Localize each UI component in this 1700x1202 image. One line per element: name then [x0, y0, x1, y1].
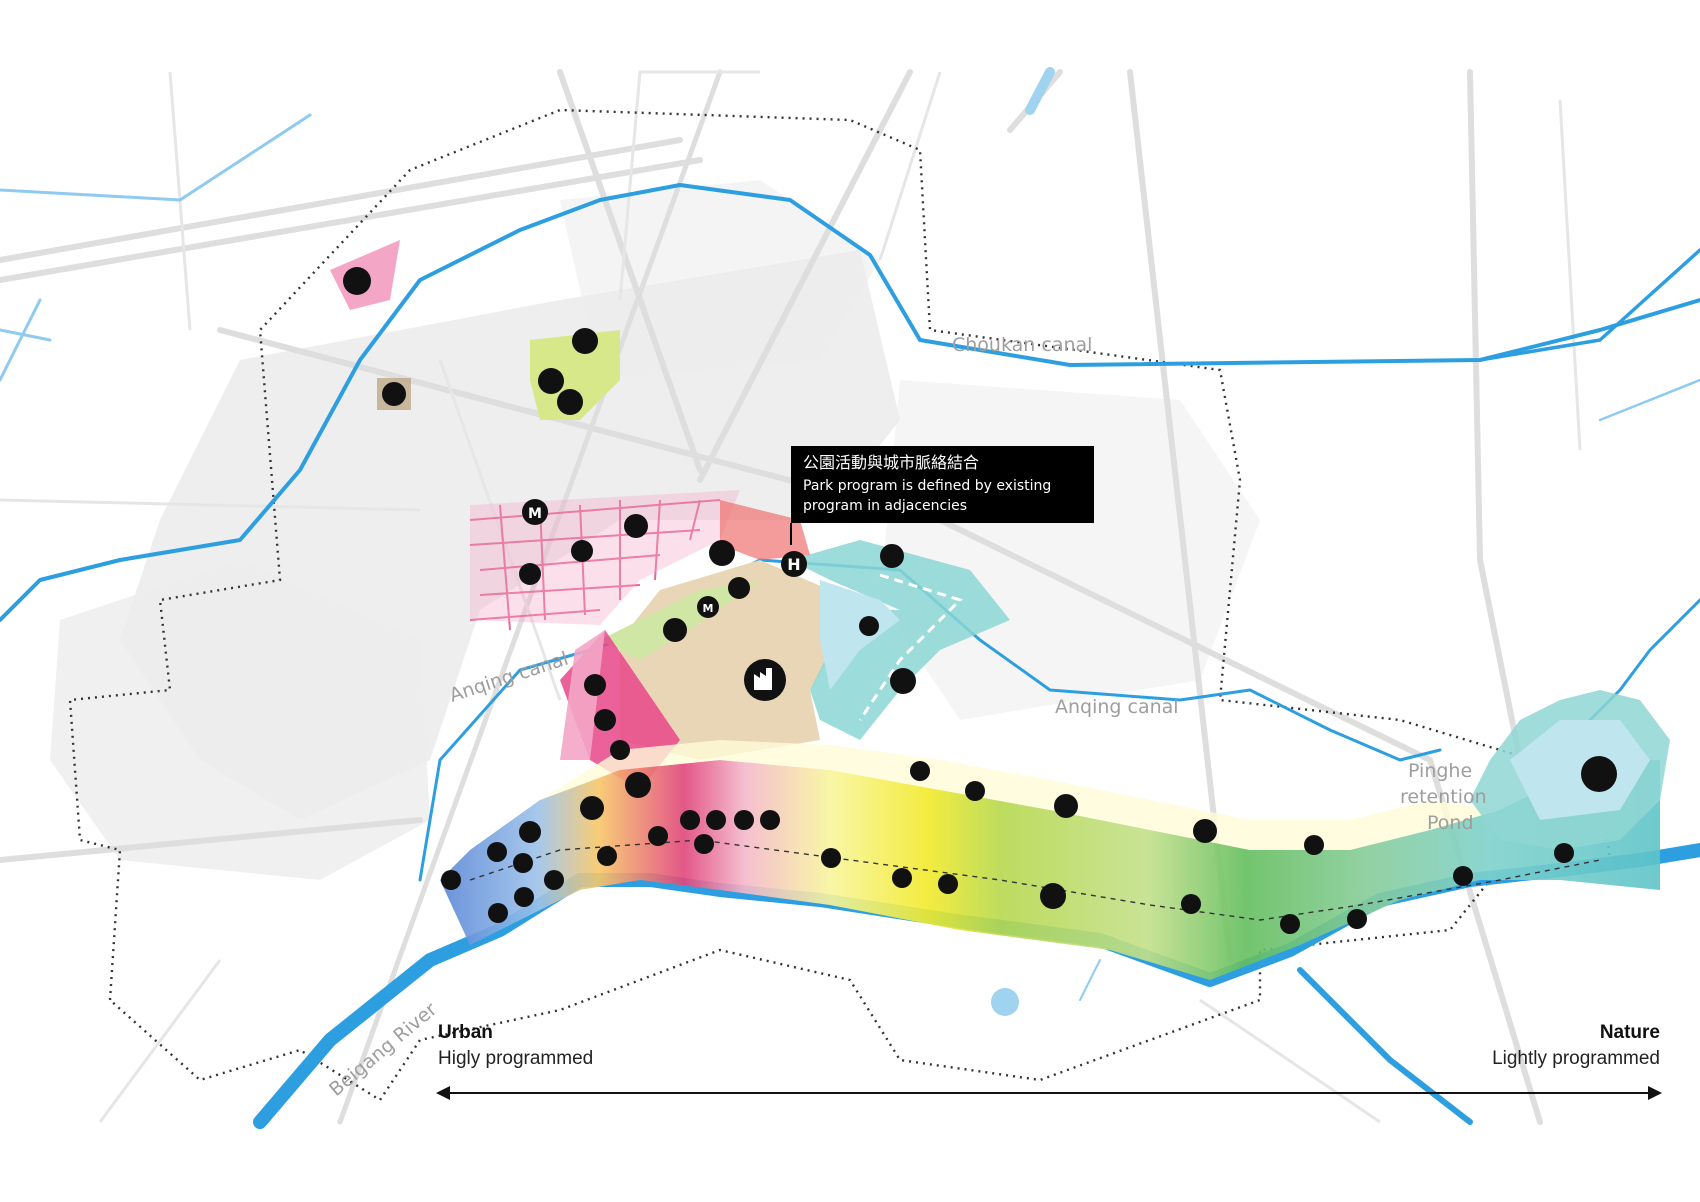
plant-icon — [1040, 883, 1066, 909]
home-icon — [580, 796, 604, 820]
tree-5-icon — [648, 826, 668, 846]
market-icon — [343, 267, 371, 295]
choukan-canal-label: Choukan canal — [952, 334, 1092, 356]
bird-icon — [1554, 843, 1574, 863]
shopping-2-icon — [610, 740, 630, 760]
teal-path — [858, 573, 963, 721]
person-2-icon — [1054, 794, 1078, 818]
pinghe-label-1: Pinghe — [1408, 760, 1472, 782]
scale-urban-subtitle: Higly programmed — [438, 1048, 593, 1069]
runner-5-icon — [488, 903, 508, 923]
crosshair-icon — [709, 540, 735, 566]
callout-line1: Park program is defined by existing — [803, 478, 1051, 494]
pinghe-pond-water — [1510, 720, 1650, 820]
tree-7-icon — [965, 781, 985, 801]
green-zone-north — [530, 330, 620, 420]
runner-icon — [572, 328, 598, 354]
justice-icon — [538, 368, 564, 394]
group-icon — [734, 810, 754, 830]
red-edge — [720, 500, 810, 560]
butterfly-icon — [1453, 866, 1473, 886]
hospital-glyph: H — [787, 555, 800, 574]
small-pond — [991, 988, 1019, 1016]
sign-icon — [706, 810, 726, 830]
arrow-left-icon — [436, 1086, 450, 1100]
runner-4-icon — [441, 870, 461, 890]
factory-glyph — [754, 668, 772, 690]
bus-icon — [680, 810, 700, 830]
callout-title-cn: 公園活動與城市脈絡結合 — [803, 453, 979, 472]
education-2-icon — [544, 870, 564, 890]
choukan-canal-east — [1478, 248, 1700, 362]
people-icon — [821, 848, 841, 868]
water-drop-icon — [557, 389, 583, 415]
cafe-icon — [571, 540, 593, 562]
education-icon — [519, 821, 541, 843]
metro-2-icon — [697, 596, 719, 618]
cafe-3-icon — [694, 834, 714, 854]
pinghe-label-3: Pond — [1427, 812, 1474, 834]
wetland-icon — [890, 668, 916, 694]
anqing-canal-label-east: Anqing canal — [1055, 696, 1179, 718]
runner-6-icon — [514, 887, 534, 907]
choukan-canal — [0, 183, 1700, 622]
program-icons — [343, 267, 1617, 934]
fountain-icon — [728, 577, 750, 599]
runner-2-icon — [487, 842, 507, 862]
person-4-icon — [1181, 894, 1201, 914]
tree-2-icon — [880, 544, 904, 568]
house-icon — [910, 761, 930, 781]
tree-3-icon — [625, 772, 651, 798]
tree-icon — [663, 618, 687, 642]
tree-9-icon — [938, 874, 958, 894]
restaurant-icon — [624, 514, 648, 538]
tree-4-icon — [597, 846, 617, 866]
teal-corridor — [790, 540, 1010, 740]
tree-8-icon — [892, 868, 912, 888]
hospital-icon — [781, 551, 807, 577]
pink-strip-light — [560, 630, 605, 760]
pinghe-label-2: retention — [1400, 786, 1487, 808]
band-dashed-path — [469, 839, 1601, 921]
teal-corridor-inner — [820, 580, 900, 690]
person-icon — [859, 616, 879, 636]
tree-6-icon — [760, 810, 780, 830]
wetland-2-icon — [1280, 914, 1300, 934]
arrow-right-icon — [1648, 1086, 1662, 1100]
callout-line2: program in adjacencies — [803, 498, 967, 514]
scale-urban-title: Urban — [438, 1022, 493, 1043]
callout: 公園活動與城市脈絡結合 Park program is defined by e… — [790, 446, 1094, 545]
minor-roads — [0, 70, 1582, 1124]
cafe-2-icon — [594, 709, 616, 731]
shopping-icon — [519, 563, 541, 585]
metro-glyph: M — [528, 506, 542, 522]
reeds-icon — [1581, 756, 1617, 792]
urban-nature-scale: Urban Higly programmed Nature Lightly pr… — [436, 1022, 1662, 1100]
picnic-icon — [1347, 909, 1367, 929]
plant-2-icon — [1193, 819, 1217, 843]
runner-3-icon — [513, 853, 533, 873]
metro-icon — [522, 499, 548, 525]
metro-2-glyph: M — [703, 602, 714, 615]
riverside-band-top-fade — [540, 740, 1500, 850]
location-pin-icon — [382, 382, 406, 406]
person-3-icon — [1304, 835, 1324, 855]
scale-nature-subtitle: Lightly programmed — [1492, 1048, 1660, 1069]
road-network — [0, 69, 1543, 1125]
scale-nature-title: Nature — [1600, 1022, 1660, 1043]
restaurant-2-icon — [584, 674, 606, 696]
